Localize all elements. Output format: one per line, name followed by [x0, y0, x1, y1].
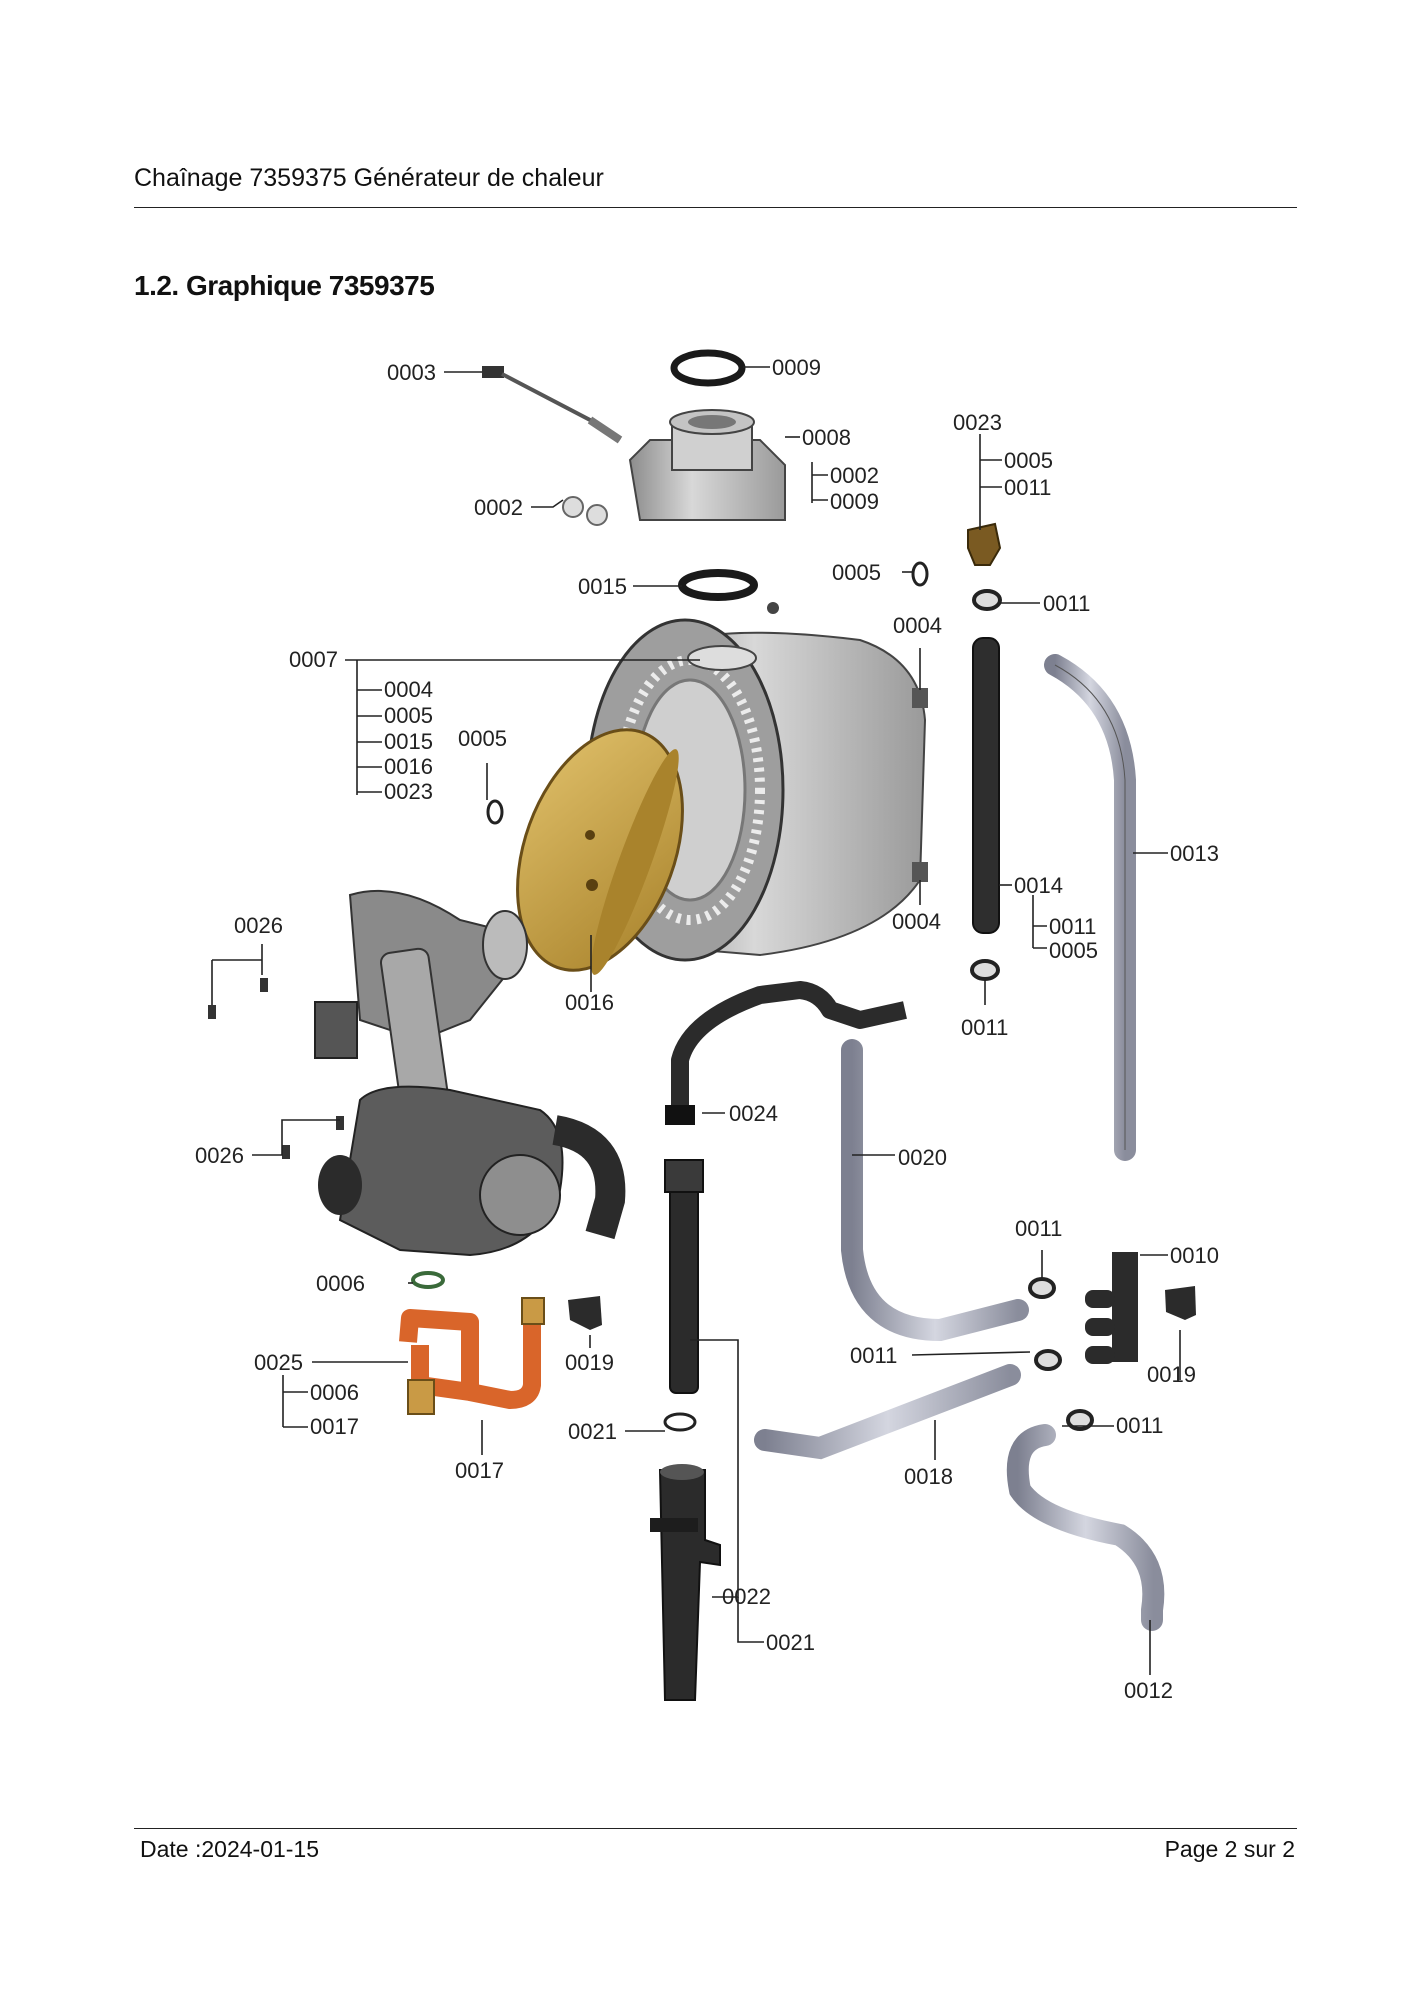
- part-0010-manifold: [1085, 1252, 1138, 1364]
- callout-0019-left: 0019: [565, 1350, 614, 1375]
- callout-0002: 0002: [474, 495, 523, 520]
- callout-0023: 0023: [953, 410, 1002, 435]
- footer-page-number: Page 2 sur 2: [1164, 1836, 1295, 1862]
- callout-0011-right-2: 0011: [850, 1343, 897, 1368]
- callout-0012: 0012: [1124, 1678, 1173, 1703]
- callout-0017: 0017: [455, 1458, 504, 1483]
- callout-0004-bottom: 0004: [892, 909, 941, 934]
- callout-0020: 0020: [898, 1145, 947, 1170]
- callout-0026-top: 0026: [234, 913, 283, 938]
- callout-0008-sub-0002: 0002: [830, 463, 879, 488]
- part-0024-dark-siphon-pipe: [665, 981, 907, 1125]
- callout-0011-right-1: 0011: [1015, 1216, 1062, 1241]
- part-0009-gasket-ring: [670, 349, 746, 387]
- header-divider: [134, 207, 1297, 208]
- callout-0014-sub-0011: 0011: [1049, 914, 1096, 939]
- callout-0008: 0008: [802, 425, 851, 450]
- callout-0018: 0018: [904, 1464, 953, 1489]
- part-0022-siphon: [664, 1159, 704, 1394]
- callout-0011-clamp: 0011: [1043, 591, 1090, 616]
- part-0005-small-orings: [486, 561, 929, 825]
- callout-0007-sub-0016: 0016: [384, 754, 433, 779]
- callout-0005-ring: 0005: [832, 560, 881, 585]
- callout-0022-sub-0021: 0021: [766, 1630, 815, 1655]
- callout-0007-sub-0015: 0015: [384, 729, 433, 754]
- part-0021-0022-siphon-trap: [650, 1464, 721, 1701]
- page-header-title: Chaînage 7359375 Générateur de chaleur: [134, 164, 604, 192]
- callout-0023-sub-0005: 0005: [1004, 448, 1053, 473]
- part-0016-burner-door: [516, 728, 684, 975]
- part-0017-copper-pipe: [399, 1297, 545, 1415]
- callout-0026-bottom: 0026: [195, 1143, 244, 1168]
- footer-divider: [134, 1828, 1297, 1829]
- callout-0007: 0007: [289, 647, 338, 672]
- section-title: 1.2. Graphique 7359375: [134, 270, 435, 301]
- callout-0007-sub-0005: 0005: [384, 703, 433, 728]
- callout-0007-sub-0023: 0023: [384, 779, 433, 804]
- part-0015-gasket: [678, 569, 758, 601]
- callout-0008-sub-0009: 0009: [830, 489, 879, 514]
- callout-0014: 0014: [1014, 873, 1063, 898]
- callout-0015: 0015: [578, 574, 627, 599]
- part-0008-flue-adapter: [628, 409, 786, 521]
- part-0026-screws: [208, 978, 344, 1159]
- callout-0013: 0013: [1170, 841, 1219, 866]
- part-0002-caps: [562, 496, 608, 526]
- callout-0011-right-3: 0011: [1116, 1413, 1163, 1438]
- callout-0006: 0006: [316, 1271, 365, 1296]
- callout-0005-left: 0005: [458, 726, 507, 751]
- part-0013-grey-tube: [1044, 654, 1136, 1161]
- footer-date: Date :2024-01-15: [140, 1836, 320, 1862]
- part-0003-sensor-cable: [482, 366, 623, 444]
- part-0023-fitting: [967, 522, 1002, 566]
- part-0020-grey-pipe: [841, 1039, 1029, 1342]
- callout-0007-sub-0004: 0004: [384, 677, 433, 702]
- callout-0019-right: 0019: [1147, 1362, 1196, 1387]
- callout-0016: 0016: [565, 990, 614, 1015]
- callout-0010: 0010: [1170, 1243, 1219, 1268]
- callout-0024: 0024: [729, 1101, 778, 1126]
- part-0019-clips: [568, 1286, 1196, 1330]
- callout-labels: 0003 0009 0008 0002 0009 0002 0023 0005 …: [195, 355, 1219, 1703]
- callout-0025-sub-0006: 0006: [310, 1380, 359, 1405]
- part-0014-dark-tube: [972, 637, 1000, 934]
- callout-0021: 0021: [568, 1419, 617, 1444]
- callout-0025-sub-0017: 0017: [310, 1414, 359, 1439]
- part-0006-ring: [411, 1271, 445, 1289]
- part-0018-grey-pipe: [754, 1364, 1021, 1460]
- part-0011-clamps: [970, 589, 1094, 1431]
- callout-0009: 0009: [772, 355, 821, 380]
- callout-0011-mid: 0011: [961, 1015, 1008, 1040]
- callout-0025: 0025: [254, 1350, 303, 1375]
- callout-0014-sub-0005: 0005: [1049, 938, 1098, 963]
- callout-0022: 0022: [722, 1584, 771, 1609]
- part-fan-burner-assembly: [314, 889, 626, 1257]
- callout-0023-sub-0011: 0011: [1004, 475, 1051, 500]
- part-0012-grey-pipe: [1006, 1424, 1165, 1631]
- callout-0003: 0003: [387, 360, 436, 385]
- leader-lines: [211, 366, 1181, 1675]
- part-0021-ring: [663, 1412, 697, 1432]
- callout-0004-top: 0004: [893, 613, 942, 638]
